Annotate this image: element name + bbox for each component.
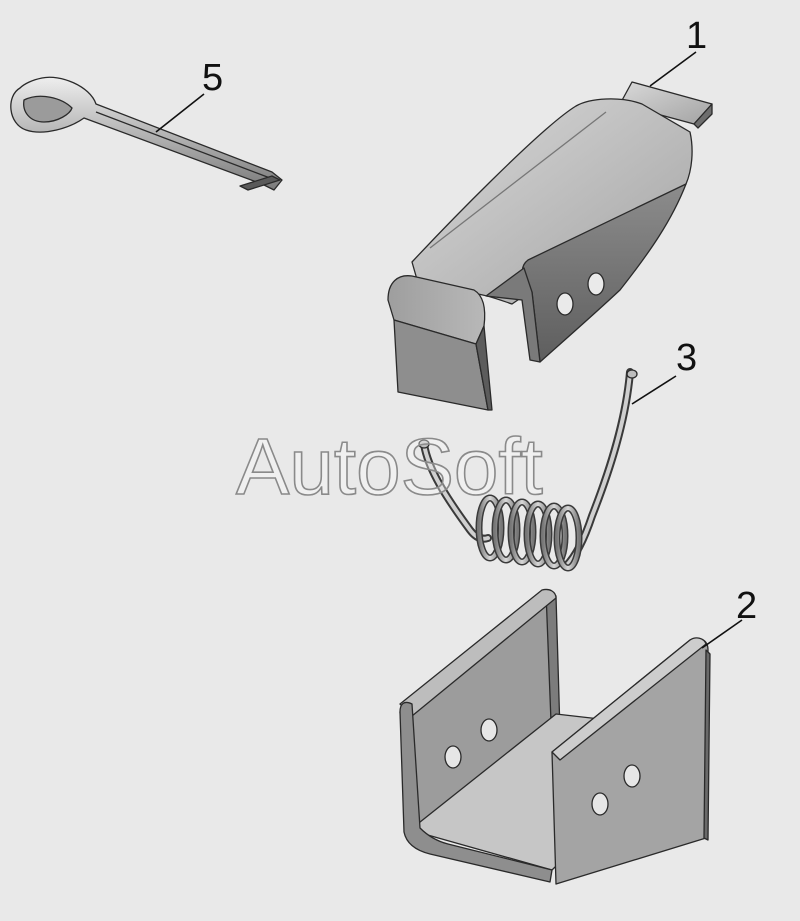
callout-1-label: 1 <box>686 15 707 57</box>
callout-2: 2 <box>701 585 757 649</box>
torsion-spring <box>418 368 638 572</box>
latch <box>387 81 713 411</box>
callout-3-label: 3 <box>676 337 697 379</box>
callout-1-leader <box>649 51 697 87</box>
spring-coils <box>475 494 583 572</box>
watermark-text: AutoSoft <box>236 422 543 511</box>
callout-5-leader <box>155 93 205 133</box>
callout-1: 1 <box>649 15 707 87</box>
callout-2-label: 2 <box>736 585 757 627</box>
callout-2-leader <box>701 619 743 649</box>
callout-3: 3 <box>631 337 697 405</box>
u-bracket <box>399 588 711 885</box>
callout-5: 5 <box>155 57 223 133</box>
cotter-pin <box>10 76 283 191</box>
callout-5-label: 5 <box>202 57 223 99</box>
callout-3-leader <box>631 375 677 405</box>
